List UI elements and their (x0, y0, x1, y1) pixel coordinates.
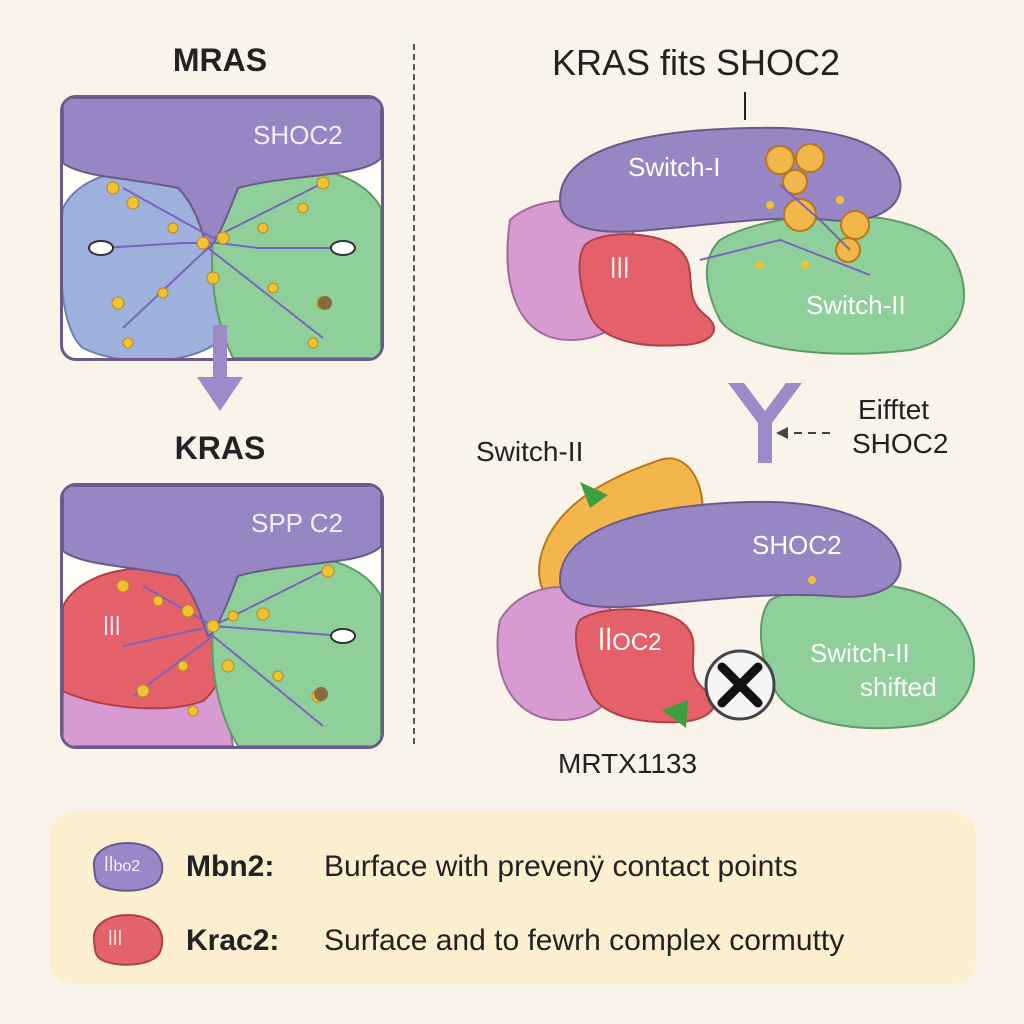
shifted-shoc2-label: SHOC2 (752, 530, 842, 560)
kras-shoc2-fit-illustration (506, 92, 966, 355)
kras-title: KRAS (174, 430, 266, 466)
mras-shoc2-label: SHOC2 (253, 120, 343, 150)
legend-desc-krac2: Surface and to fewrh complex cormutty (324, 924, 845, 957)
red-blob-icon (92, 914, 164, 966)
purple-blob-icon (92, 842, 164, 892)
y-shape-arrow-icon (728, 383, 830, 463)
down-arrow-icon (197, 325, 243, 411)
side-note-line2: SHOC2 (852, 428, 949, 459)
shifted-red-inner-label: ꟾꟾOC2 (598, 629, 662, 656)
green-triangle-top-icon (580, 482, 608, 508)
fit-switch-i-label: Switch-I (628, 152, 721, 182)
legend-name-krac2: Krac2: (186, 924, 280, 957)
shifted-red-lobe (574, 608, 716, 724)
shifted-green-line1: Switch-II (810, 638, 910, 668)
legend: ꟾꟾbo2 Mbn2: Burface with prevenÿ contact… (50, 812, 976, 984)
green-triangle-bottom-icon (662, 700, 688, 728)
kras-complex-illustration (63, 486, 381, 746)
legend-icon-text-krac2: ꟾꟾꟾ (108, 932, 123, 949)
shifted-green-line2: shifted (860, 672, 937, 702)
block-x-icon (704, 649, 776, 721)
fit-switch-ii-label: Switch-II (806, 290, 906, 320)
fit-red-lobe (578, 233, 716, 347)
mras-complex-illustration (63, 98, 381, 358)
legend-desc-mbn2: Burface with prevenÿ contact points (324, 850, 798, 883)
right-title: KRAS fits SHOC2 (552, 42, 841, 83)
panel-divider (413, 44, 415, 744)
mras-title: MRAS (172, 42, 268, 78)
fit-red-inner-label: ꟾꟾꟾ (610, 258, 630, 283)
legend-item-mbn2: ꟾꟾbo2 Mbn2: Burface with prevenÿ contact… (50, 832, 976, 902)
mrtx1133-label: MRTX1133 (558, 748, 698, 779)
kras-shoc2-shape (63, 486, 381, 638)
kras-red-inner-label: ꟾꟾꟾ (103, 618, 121, 640)
kras-spp-box: SPP C2 ꟾꟾꟾ (60, 483, 384, 749)
kras-spp-label: SPP C2 (251, 508, 344, 538)
switch-ii-callout: Switch-II (476, 436, 584, 467)
legend-name-mbn2: Mbn2: (186, 850, 275, 883)
legend-item-krac2: ꟾꟾꟾ Krac2: Surface and to fewrh complex … (50, 906, 976, 976)
legend-icon-text-mbn2: ꟾꟾbo2 (104, 858, 141, 875)
kras-green-lobe (211, 556, 381, 746)
kras-shifted-illustration (496, 457, 976, 730)
side-note-line1: Eifftet (858, 394, 930, 425)
mras-shoc2-box: SHOC2 (60, 95, 384, 361)
